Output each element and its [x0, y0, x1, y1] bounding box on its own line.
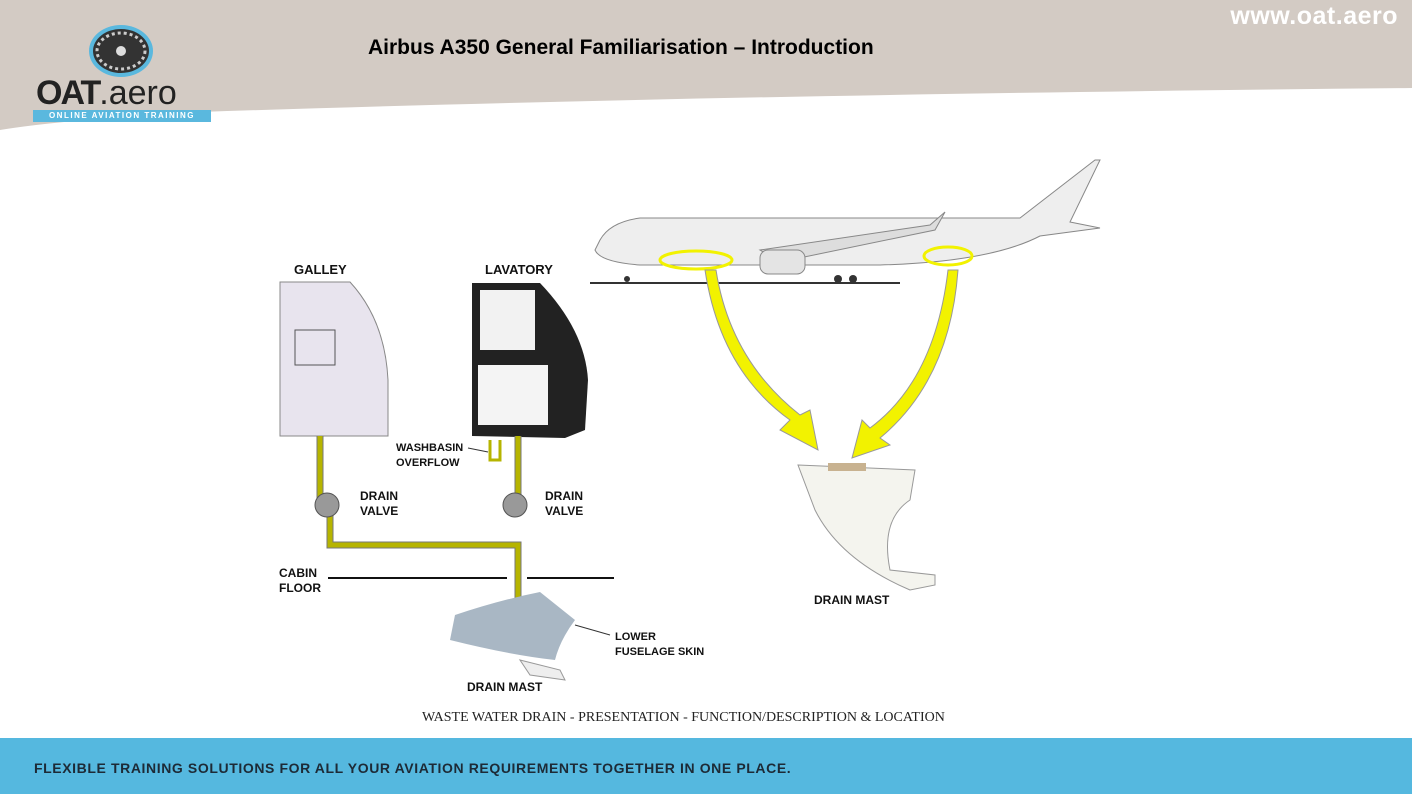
label-galley: GALLEY	[294, 262, 347, 277]
drain-mast-large	[797, 464, 936, 591]
lower-fuselage-skin	[450, 592, 575, 660]
label-lavatory: LAVATORY	[485, 262, 553, 277]
label-drain-mast-small: DRAIN MAST	[467, 680, 543, 694]
galley-illustration	[279, 281, 389, 437]
diagram-caption: WASTE WATER DRAIN - PRESENTATION - FUNCT…	[422, 710, 945, 725]
header-background	[0, 0, 1412, 130]
drain-valve-1	[314, 492, 340, 518]
arrow-forward	[704, 269, 819, 451]
footer-text: FLEXIBLE TRAINING SOLUTIONS FOR ALL YOUR…	[34, 760, 792, 776]
waste-water-diagram	[279, 159, 1101, 681]
arrow-aft	[851, 269, 959, 459]
logo: OAT.aero	[36, 74, 177, 112]
page-title: Airbus A350 General Familiarisation – In…	[368, 36, 874, 59]
label-drain-mast-large: DRAIN MAST	[814, 593, 890, 607]
site-url: www.oat.aero	[1230, 2, 1398, 30]
drain-valve-2	[502, 492, 528, 518]
aircraft-illustration	[590, 159, 1101, 284]
footer-banner: FLEXIBLE TRAINING SOLUTIONS FOR ALL YOUR…	[0, 738, 1412, 794]
logo-engine-icon	[89, 25, 153, 77]
logo-tagline: ONLINE AVIATION TRAINING	[33, 110, 211, 122]
